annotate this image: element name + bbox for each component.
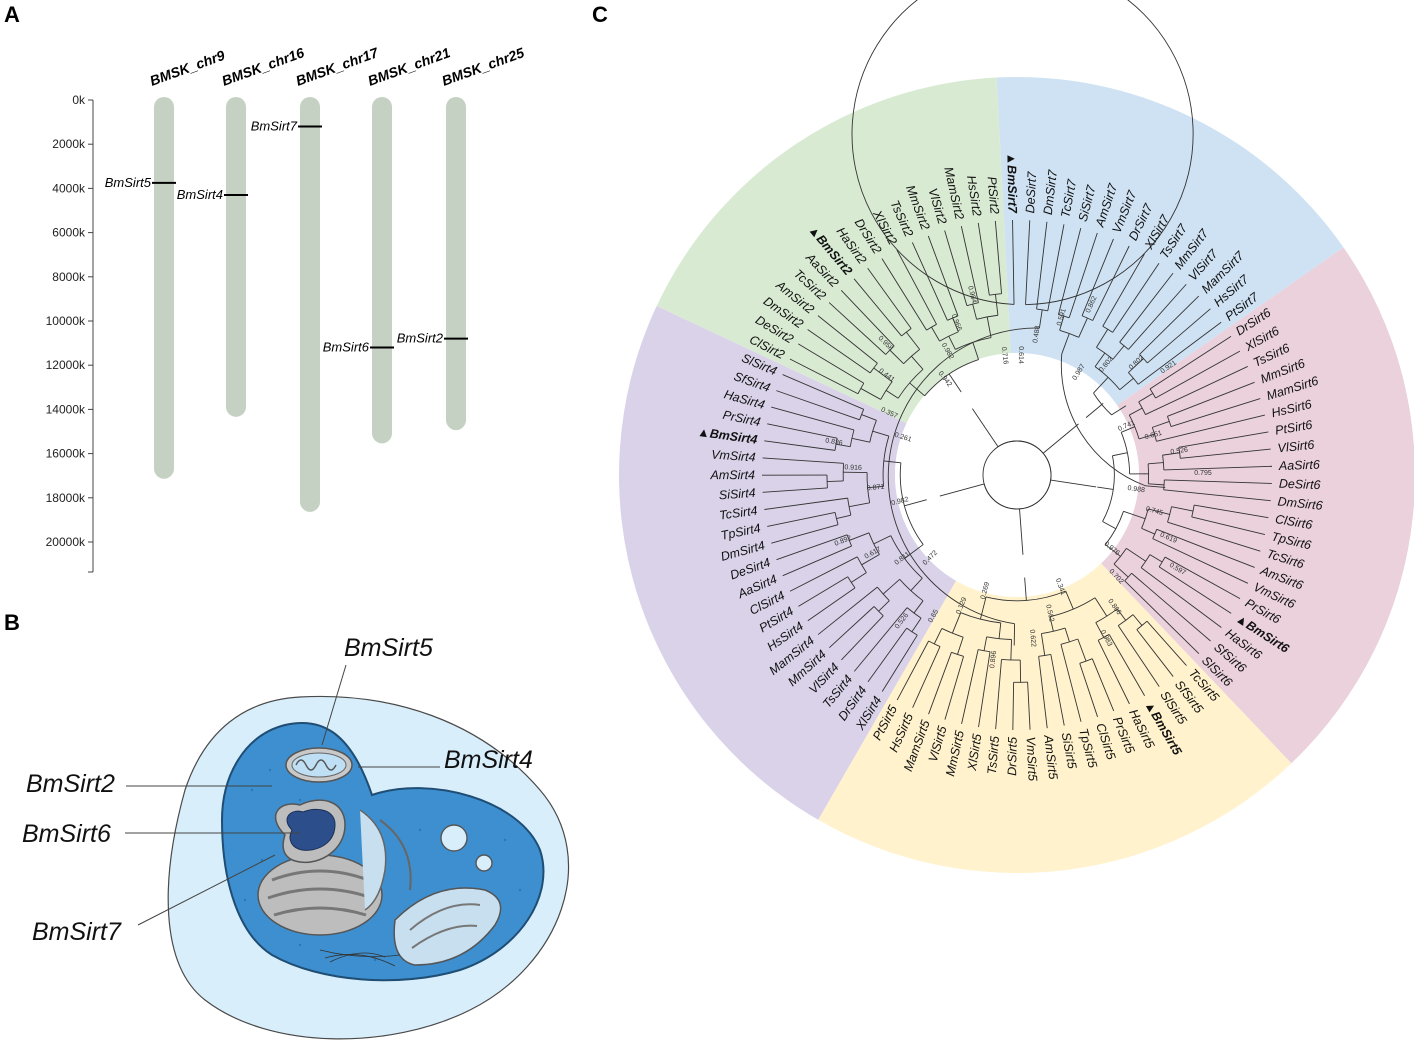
axis-tick-label: 20000k: [46, 535, 86, 549]
panel-a: A 0k 2000k 4000k 6000k 8000k 10000k 12000k 1400…: [4, 2, 526, 572]
mitochondrion-icon: [286, 748, 352, 782]
chromosome-bars: BMSK_chr9BMSK_chr16BMSK_chr17BMSK_chr21B…: [148, 44, 527, 512]
support-value: 0.916: [844, 464, 862, 472]
label-bmsirt7: BmSirt7: [32, 918, 122, 946]
axis-tick-label: 4000k: [52, 181, 86, 195]
label-bmsirt2: BmSirt2: [26, 770, 115, 798]
chromosome-label: BMSK_chr16: [220, 44, 307, 89]
axis-tick-label: 8000k: [52, 270, 86, 284]
axis-tick-label: 12000k: [46, 358, 86, 372]
axis-tick-label: 2000k: [52, 137, 86, 151]
axis-tick-label: 6000k: [52, 226, 86, 240]
node-branch: [827, 481, 843, 482]
axis-tick-label: 16000k: [46, 447, 86, 461]
support-value: 0.622: [1028, 629, 1036, 647]
chromosome-label: BMSK_chr25: [440, 44, 527, 89]
label-bmsirt6: BmSirt6: [22, 820, 111, 848]
chromosome-bar: [226, 97, 246, 417]
leaf-label: AaSirt6: [1278, 458, 1320, 473]
panel-label-b: B: [4, 610, 20, 635]
leaf-label: AmSirt4: [710, 468, 756, 482]
chromosome-bar: [446, 97, 466, 430]
label-bmsirt5: BmSirt5: [344, 634, 433, 662]
leaf-label: SiSirt4: [718, 486, 756, 502]
label-bmsirt4: BmSirt4: [444, 746, 533, 774]
leaf-label: VmSirt5: [1023, 736, 1039, 781]
panel-label-c: C: [592, 2, 608, 27]
panel-label-a: A: [4, 2, 20, 27]
axis-tick-label: 18000k: [46, 491, 86, 505]
leaf-label: DeSirt6: [1279, 477, 1321, 492]
axis-tick-label: 14000k: [46, 402, 86, 416]
position-axis: 0k 2000k 4000k 6000k 8000k 10000k 12000k 14000k…: [46, 93, 93, 572]
chromosome-label: BMSK_chr21: [366, 44, 453, 89]
leaf-label: VmSirt4: [711, 447, 756, 464]
axis-tick-label: 10000k: [46, 314, 86, 328]
gene-label: BmSirt6: [323, 340, 370, 355]
gene-label: BmSirt7: [251, 119, 298, 134]
panel-c: C 0.6140.4880.5910.8620.9870.8020.8020.9…: [592, 0, 1414, 873]
leaf-label: ▲BmSirt7: [1004, 153, 1019, 215]
chromosome-bar: [154, 97, 174, 479]
gene-label: BmSirt5: [105, 175, 152, 190]
gene-label: BmSirt2: [397, 331, 444, 346]
leaf-label: DeSirt7: [1023, 170, 1039, 213]
support-value: 0.614: [1017, 346, 1024, 364]
panel-b: B: [4, 610, 569, 1039]
chromosome-bar: [372, 97, 392, 443]
chromosome-bar: [300, 97, 320, 512]
axis-tick-label: 0k: [72, 93, 86, 107]
support-value: 0.795: [1194, 470, 1212, 477]
chromosome-label: BMSK_chr9: [148, 47, 228, 89]
gene-label: BmSirt4: [177, 187, 223, 202]
leaf-label: DrSirt5: [1005, 737, 1020, 776]
